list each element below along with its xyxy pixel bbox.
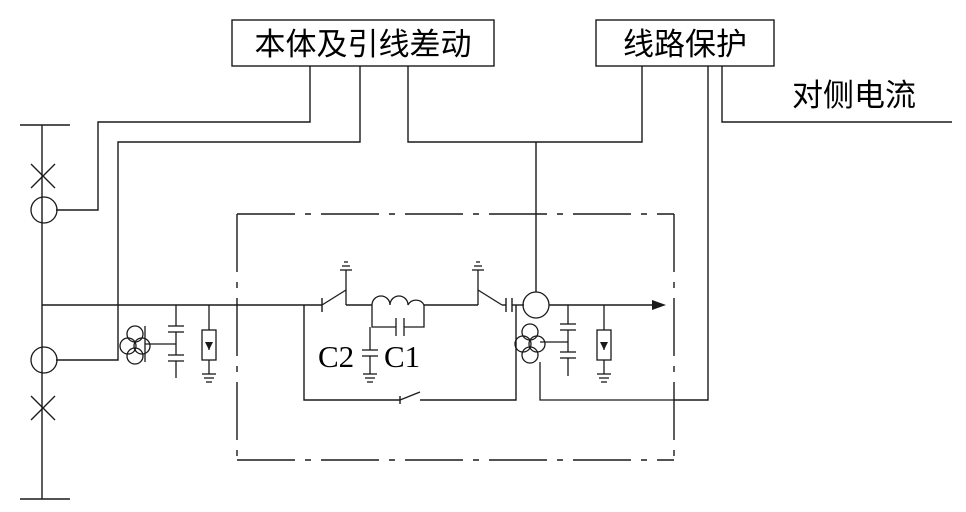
signal-wiring [56, 66, 952, 401]
differential-protection-label: 本体及引线差动 [255, 27, 472, 63]
bypass-switch [303, 305, 517, 404]
reactor-coil-icon [371, 295, 425, 336]
coupling-capacitor-icon [145, 305, 184, 378]
isolator-switch-icon [472, 261, 513, 312]
voltage-transformer-icon [514, 323, 674, 401]
current-transformer-icon [30, 346, 58, 374]
breaker-icon [30, 163, 56, 189]
isolator-switch-icon [321, 261, 352, 306]
line-protection-box: 线路保护 [595, 19, 775, 67]
line-current-transformer-icon [522, 291, 550, 319]
coupling-capacitor-icon [540, 305, 576, 376]
differential-protection-box: 本体及引线差动 [231, 19, 495, 67]
line-protection-label: 线路保护 [623, 27, 747, 63]
breaker-icon [30, 395, 56, 421]
protection-zone-outline [236, 213, 675, 461]
main-line [42, 298, 666, 312]
surge-arrester-icon [596, 305, 612, 383]
current-transformer-icon [30, 196, 58, 224]
capacitor-c1-label: C1 [384, 339, 420, 374]
voltage-transformer-icon [119, 325, 151, 365]
remote-current-label: 对侧电流 [792, 78, 916, 114]
capacitor-c2-label: C2 [318, 339, 354, 374]
capacitor-c2-icon [362, 327, 378, 383]
surge-arrester-icon [201, 305, 217, 383]
busbar [20, 124, 70, 500]
